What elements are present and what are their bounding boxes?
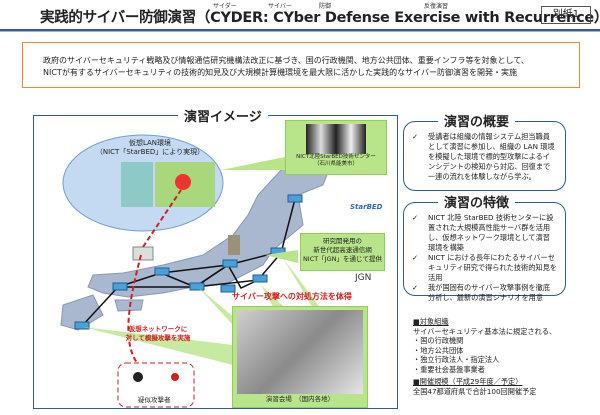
fire-icon <box>175 174 191 190</box>
check-icon: ✓ <box>412 132 419 141</box>
starbed-location: （石川県能美市） <box>313 161 358 167</box>
overview-item: 受講者は組織の情報システム担当職員として演習に参加し、組織の LAN 環境を模擬… <box>428 132 555 181</box>
feature-item: NICT 北陸 StarBED 技術センターに設置された大規模高性能サーバ群を活… <box>428 213 554 252</box>
venue-label: 演習会場 （国内各地） <box>265 395 335 403</box>
router-icon <box>287 194 303 203</box>
jgn-line: 新世代超高速通信網 <box>313 246 372 254</box>
callout-pointer <box>198 287 243 325</box>
jgn-logo: JGN <box>355 273 372 283</box>
summary-line: 政府のサイバーセキュリティ戦略及び情報通信研究機構法改正に基づき、国の行政機関、… <box>43 56 529 65</box>
router-icon <box>252 274 268 283</box>
annex-label: 別紙1 <box>541 6 591 24</box>
ruby-cyber: サイバー <box>268 3 292 10</box>
lan-segment-1 <box>121 162 153 207</box>
target-line: サイバーセキュリティ基本法に規定される、 <box>413 326 557 336</box>
venue-callout: 演習会場 （国内各地） <box>232 306 368 408</box>
attacker-label: 疑似攻撃者 <box>138 396 171 404</box>
exercise-image-title: 演習イメージ <box>178 106 268 125</box>
attack-label: 仮想ネットワークに 対して模擬攻撃を実施 <box>118 325 198 343</box>
attack-label-line: 仮想ネットワークに <box>128 325 188 333</box>
callout-pointer <box>265 250 298 263</box>
target-line: ・独立行政法人・指定法人 <box>413 355 500 364</box>
jgn-line: 研究開発用の <box>323 237 362 245</box>
scale-heading: ■開催規模（平成29年度／予定） <box>413 377 523 386</box>
attacker-icon <box>133 372 143 382</box>
feature-item: NICT における長年にわたるサイバーセキュリティ研究で得られた技術的知見を活用 <box>428 253 557 282</box>
feature-item: 我が国固有のサイバー攻撃事例を徹底分析し、最新の演習シナリオを用意 <box>428 283 551 302</box>
router-icon <box>222 259 238 268</box>
router-icon <box>220 284 236 293</box>
scale-text: 全国47都道府県で合計100回開催予定 <box>413 386 537 396</box>
target-heading: ■対象組織 <box>413 317 449 326</box>
jgn-callout: 研究開発用の 新世代超高速通信網 NICT「JGN」を通じて提供 <box>300 233 385 271</box>
check-icon: ✓ <box>412 283 419 292</box>
target-line: ・重要社会基盤事業者 <box>413 364 485 374</box>
vlan-label-line: （NICT「StarBED」により実現） <box>95 148 205 156</box>
attack-label-line: 対して模擬攻撃を実施 <box>125 334 191 342</box>
server-room-photo <box>306 124 366 154</box>
overview-box: ✓ 受講者は組織の情報システム担当職員として演習に参加し、組織の LAN 環境を模… <box>403 121 566 191</box>
vlan-label-line: 仮想LAN環境 <box>128 139 172 147</box>
starbed-callout: NICT北陸StarBED技術センター （石川県能美市） <box>285 120 387 175</box>
virus-icon <box>171 373 179 381</box>
check-icon: ✓ <box>412 213 419 222</box>
router-icon <box>74 321 90 330</box>
router-icon <box>112 282 128 291</box>
venue-photo <box>237 310 363 394</box>
features-title: 演習の特徴 <box>438 192 516 211</box>
mail-icon <box>132 246 154 261</box>
ruby-defense: 防御 <box>319 3 332 10</box>
acquire-label: サイバー攻撃への対処方法を体得 <box>232 292 352 301</box>
header-divider <box>0 29 600 32</box>
attack-path-upper <box>142 189 182 248</box>
japan-map-shape <box>60 154 334 331</box>
callout-pointer <box>221 155 295 170</box>
summary-line: NICTが有するサイバーセキュリティの技術的知見及び大規模計算機環境を最大限に活… <box>43 68 518 77</box>
ruby-recurrence: 反復演習 <box>424 3 449 10</box>
starbed-logo: StarBED <box>350 203 383 211</box>
notes: ■対象組織 サイバーセキュリティ基本法に規定される、 ・国の行政機関 ・地方公共… <box>413 317 593 396</box>
page-title: 実践的サイバー防御演習（CYDER: CYber Defense Exercis… <box>40 10 600 26</box>
japan-network-map <box>60 134 334 408</box>
check-icon: ✓ <box>412 253 419 262</box>
router-icon <box>189 282 205 291</box>
summary-box: 政府のサイバーセキュリティ戦略及び情報通信研究機構法改正に基づき、国の行政機関、… <box>22 42 580 88</box>
vlan-label: 仮想LAN環境 （NICT「StarBED」により実現） <box>95 139 205 157</box>
starbed-label: NICT北陸StarBED技術センター <box>296 154 376 160</box>
target-line: ・国の行政機関 <box>413 336 464 345</box>
jgn-line: NICT「JGN」を通じて提供 <box>302 255 383 263</box>
server-icon <box>228 235 240 255</box>
overview-title: 演習の概要 <box>438 111 516 130</box>
ruby-cyder: サイダー <box>213 3 237 10</box>
router-icon <box>154 267 170 276</box>
target-line: ・地方公共団体 <box>413 345 464 355</box>
callout-pointer <box>83 327 233 365</box>
router-icons <box>74 194 303 330</box>
features-box: ✓ NICT 北陸 StarBED 技術センターに設置された大規模高性能サーバ群を… <box>403 202 566 302</box>
